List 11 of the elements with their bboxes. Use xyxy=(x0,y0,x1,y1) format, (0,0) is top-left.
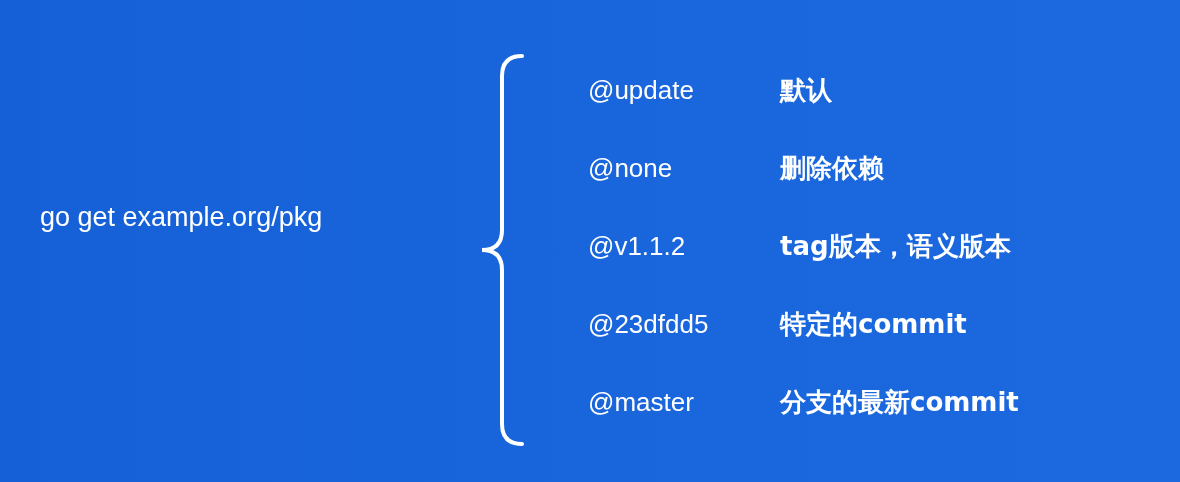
version-suffix: @v1.1.2 xyxy=(588,230,687,263)
command-text: go get example.org/pkg xyxy=(40,202,323,233)
version-suffix: @update xyxy=(588,74,695,107)
description-text: 分支的最新commit xyxy=(780,386,1019,419)
version-suffix: @none xyxy=(588,152,674,185)
description-text: 删除依赖 xyxy=(780,152,885,185)
description-text: 默认 xyxy=(780,74,833,107)
version-suffix: @23dfdd5 xyxy=(588,308,710,341)
description-text: tag版本，语义版本 xyxy=(780,230,1012,263)
description-text: 特定的commit xyxy=(780,308,968,341)
version-suffix: @master xyxy=(588,386,695,419)
